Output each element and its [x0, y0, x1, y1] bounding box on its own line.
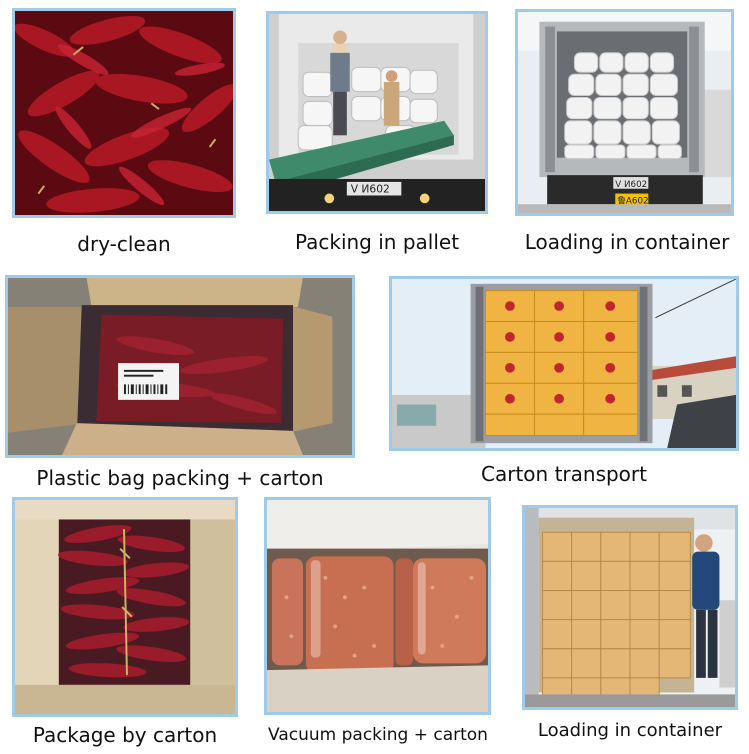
- container-bags-image: V И602 鲁A602: [518, 12, 731, 213]
- package-by-carton-image: [15, 500, 235, 714]
- caption-dry-clean: dry-clean: [77, 232, 171, 256]
- photo-plastic-bag-carton: [5, 275, 355, 458]
- truck-plate: V И602: [351, 183, 390, 196]
- packing-pallet-image: V И602: [269, 14, 485, 211]
- carton-transport-image: [392, 279, 736, 448]
- dry-chili-image: [15, 11, 233, 215]
- container-cartons-image: [525, 508, 735, 707]
- photo-container-loading-cartons: [522, 505, 738, 710]
- photo-package-by-carton: [12, 497, 238, 717]
- caption-loading-container-2: Loading in container: [537, 720, 723, 741]
- photo-container-loading-bags: V И602 鲁A602: [515, 9, 734, 216]
- caption-packing-pallet: Packing in pallet: [294, 230, 460, 254]
- caption-plastic-bag-carton: Plastic bag packing + carton: [36, 466, 324, 490]
- truck-plate-3: 鲁A602: [617, 194, 648, 206]
- photo-vacuum-packing: [264, 497, 491, 715]
- truck-plate-2: V И602: [615, 180, 647, 190]
- caption-loading-container-1: Loading in container: [524, 230, 730, 254]
- photo-carton-transport: [389, 276, 739, 451]
- plastic-bag-carton-image: [8, 278, 352, 455]
- caption-package-by-carton: Package by carton: [32, 723, 218, 747]
- caption-carton-transport: Carton transport: [481, 462, 647, 486]
- photo-dry-chili: [12, 8, 236, 218]
- vacuum-packing-image: [267, 500, 488, 712]
- photo-packing-pallet: V И602: [266, 11, 488, 214]
- caption-vacuum-packing: Vacuum packing + carton: [268, 725, 488, 745]
